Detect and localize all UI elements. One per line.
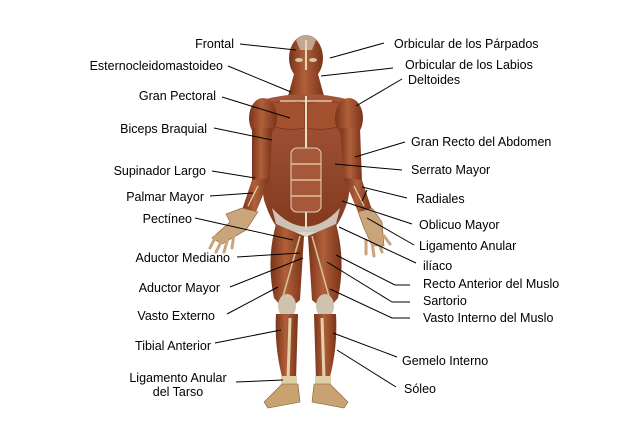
label-vasto-externo: Vasto Externo (137, 309, 215, 323)
label-supinador-largo: Supinador Largo (113, 164, 206, 178)
label-radiales: Radiales (416, 192, 465, 206)
left-foot (263, 383, 301, 409)
label-ligamento-anular-del-tarso-line2: del Tarso (152, 385, 204, 399)
label-deltoides: Deltoides (408, 73, 461, 87)
label-oblicuo-mayor: Oblicuo Mayor (419, 218, 500, 232)
right-lower-leg (314, 314, 337, 384)
label-biceps-braquial: Biceps Braquial (120, 122, 207, 136)
label-palmar-mayor: Palmar Mayor (126, 190, 204, 204)
label-orbicular-de-los-parpados: Orbicular de los Párpados (394, 37, 539, 51)
label-ligamento-anular-del-tarso: Ligamento Anular del Tarso (124, 371, 232, 399)
left-lower-leg (275, 314, 298, 384)
label-frontal: Frontal (195, 37, 234, 51)
leader-lines (194, 42, 417, 388)
label-iliaco: ilíaco (423, 259, 453, 273)
label-aductor-mayor: Aductor Mayor (138, 281, 220, 295)
label-ligamento-anular: Ligamento Anular (419, 239, 517, 253)
label-gran-recto-del-abdomen: Gran Recto del Abdomen (411, 135, 552, 149)
label-pectineo: Pectíneo (142, 212, 192, 226)
label-recto-anterior-del-muslo: Recto Anterior del Muslo (423, 277, 560, 291)
left-thigh (270, 224, 304, 312)
label-serrato-mayor: Serrato Mayor (411, 163, 491, 177)
label-gran-pectoral: Gran Pectoral (138, 89, 216, 103)
right-hand (357, 207, 385, 247)
label-sartorio: Sartorio (423, 294, 467, 308)
left-hand (211, 207, 259, 245)
label-soleo: Sóleo (404, 382, 436, 396)
label-tibial-anterior: Tibial Anterior (135, 339, 211, 353)
label-vasto-interno-del-muslo: Vasto Interno del Muslo (423, 311, 554, 325)
label-gemelo-interno: Gemelo Interno (402, 354, 489, 368)
label-orbicular-de-los-labios: Orbicular de los Labios (405, 58, 533, 72)
right-foot (311, 383, 349, 409)
label-esternocleidomastoideo: Esternocleidomastoideo (89, 59, 223, 73)
label-aductor-mediano: Aductor Mediano (135, 251, 230, 265)
label-ligamento-anular-del-tarso-line1: Ligamento Anular (129, 371, 227, 385)
body-figure (208, 35, 392, 409)
